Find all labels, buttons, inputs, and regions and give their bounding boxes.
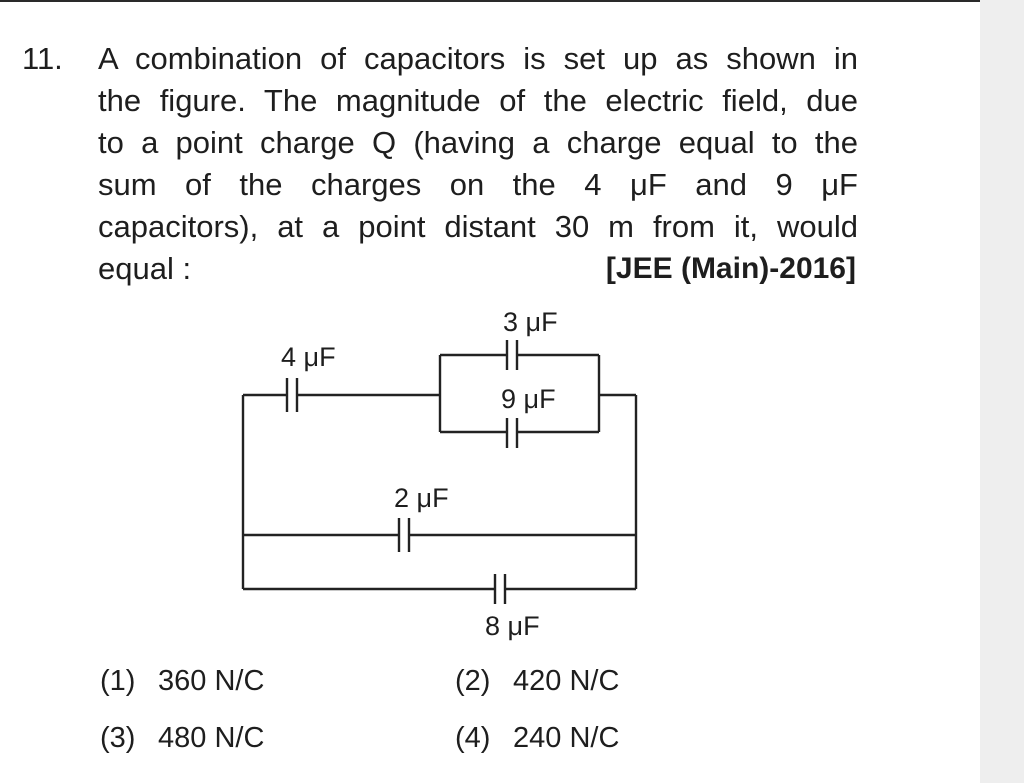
- option-1-text: 360 N/C: [158, 665, 265, 697]
- question-number: 11.: [22, 41, 63, 76]
- option-3-number: (3): [100, 722, 136, 754]
- capacitor-4uf-label: 4 μF: [281, 342, 336, 372]
- option-4-number: (4): [455, 722, 491, 754]
- question-line-2: the figure. The magnitude of the electri…: [98, 83, 858, 118]
- question-line-6: equal :: [98, 251, 192, 286]
- question-line-5: capacitors), at a point distant 30 m fro…: [98, 209, 858, 244]
- option-1[interactable]: (1) 360 N/C: [100, 663, 264, 699]
- option-4-text: 240 N/C: [513, 722, 620, 754]
- option-3[interactable]: (3) 480 N/C: [100, 720, 264, 756]
- question-line-1: A combination of capacitors is set up as…: [98, 41, 858, 76]
- option-2-number: (2): [455, 665, 491, 697]
- capacitor-9uf-label: 9 μF: [501, 384, 556, 414]
- right-margin-panel: [980, 0, 1024, 783]
- capacitor-8uf-label: 8 μF: [485, 611, 540, 641]
- option-4[interactable]: (4) 240 N/C: [455, 720, 619, 756]
- option-2-text: 420 N/C: [513, 665, 620, 697]
- capacitor-2uf-label: 2 μF: [394, 483, 449, 513]
- option-3-text: 480 N/C: [158, 722, 265, 754]
- capacitor-3uf-label: 3 μF: [503, 307, 558, 337]
- question-text: A combination of capacitors is set up as…: [98, 38, 858, 290]
- option-1-number: (1): [100, 665, 136, 697]
- question-line-4: sum of the charges on the 4 μF and 9 μF: [98, 167, 858, 202]
- exam-source-tag: [JEE (Main)-2016]: [605, 252, 856, 285]
- question-line-3: to a point charge Q (having a charge equ…: [98, 125, 858, 160]
- option-2[interactable]: (2) 420 N/C: [455, 663, 619, 699]
- top-divider: [0, 0, 980, 2]
